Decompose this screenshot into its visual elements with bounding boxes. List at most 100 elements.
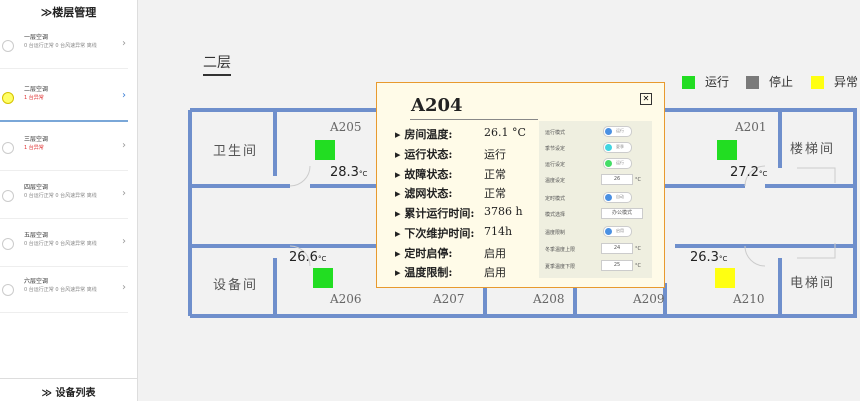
- sidebar-item-title: 五层空调: [24, 232, 49, 239]
- control-label: 季节设定: [545, 146, 566, 152]
- room-label-a205: A205: [330, 120, 362, 134]
- toggle-season[interactable]: 夏季: [603, 142, 632, 153]
- control-label: 模式选择: [545, 212, 566, 218]
- popup-value: 26.1 °C: [484, 126, 526, 139]
- control-label: 运行模式: [545, 130, 566, 136]
- popup-label: ▸ 定时启停:: [395, 247, 453, 260]
- control-label: 温度限制: [545, 230, 566, 236]
- control-label: 温度设定: [545, 178, 566, 184]
- close-icon[interactable]: ✕: [640, 93, 652, 105]
- toggle-run-setting[interactable]: 运行: [603, 158, 632, 169]
- popup-value: 正常: [484, 187, 506, 200]
- toggle-text: 自动: [616, 194, 624, 199]
- sidebar-item-sub: 0 台运行正常 0 台风速异常 离线: [24, 241, 97, 247]
- popup-label: ▸ 滤网状态:: [395, 187, 453, 200]
- room-label-a206: A206: [330, 292, 362, 306]
- control-label: 夏季温度下限: [545, 264, 576, 270]
- sidebar-header: ≫楼层管理: [40, 6, 97, 19]
- sidebar-item-sub: 0 台运行正常 0 台风速异常 离线: [24, 43, 97, 49]
- sidebar-item-floor-4[interactable]: 四层空调 0 台运行正常 0 台风速异常 离线 ›: [0, 174, 128, 219]
- chevron-right-icon: ›: [122, 236, 126, 247]
- status-dot: [2, 238, 14, 250]
- status-dot: [2, 142, 14, 154]
- summer-lower-limit-input[interactable]: 25: [601, 260, 633, 271]
- room-label-elevator: 电梯间: [790, 276, 836, 291]
- sidebar-item-title: 六层空调: [24, 278, 49, 285]
- toggle-temp-limit[interactable]: 启用: [603, 226, 632, 237]
- mode-select[interactable]: 办公模式: [601, 208, 643, 219]
- room-label-a207: A207: [433, 292, 465, 306]
- sidebar-item-title: 三层空调: [24, 136, 49, 143]
- popup-value: 正常: [484, 168, 506, 181]
- legend-swatch: [682, 76, 695, 89]
- legend-swatch: [811, 76, 824, 89]
- status-dot: [2, 190, 14, 202]
- popup-value: 启用: [484, 247, 506, 260]
- toggle-text: 启用: [616, 228, 624, 233]
- room-label-a201: A201: [735, 120, 767, 134]
- popup-title: A204: [411, 95, 463, 116]
- legend-label: 运行: [705, 75, 730, 89]
- popup-label: ▸ 下次维护时间:: [395, 227, 475, 240]
- toggle-timer-mode[interactable]: 自动: [603, 192, 632, 203]
- status-dot: [2, 92, 14, 104]
- room-temp-a205: 28.3°C: [330, 165, 368, 180]
- unit-label: °C: [635, 246, 641, 252]
- ac-unit-a201[interactable]: [717, 140, 737, 160]
- door-arc: [289, 165, 311, 187]
- popup-label: ▸ 运行状态:: [395, 148, 453, 161]
- device-list-link[interactable]: ≫ 设备列表: [0, 378, 137, 399]
- toggle-text: 夏季: [616, 144, 624, 149]
- winter-upper-limit-input[interactable]: 24: [601, 243, 633, 254]
- popup-value: 运行: [484, 148, 506, 161]
- room-label-bathroom: 卫生间: [213, 144, 259, 159]
- unit-label: °C: [635, 177, 641, 183]
- control-label: 运行设定: [545, 162, 566, 168]
- popup-value: 启用: [484, 266, 506, 279]
- toggle-text: 运行: [616, 128, 624, 133]
- sidebar-item-floor-2[interactable]: 二层空调 1 台异常 ›: [0, 76, 128, 122]
- sidebar-item-floor-3[interactable]: 三层空调 1 台异常 ›: [0, 126, 128, 171]
- sidebar-item-floor-5[interactable]: 五层空调 0 台运行正常 0 台风速异常 离线 ›: [0, 222, 128, 267]
- status-dot: [2, 284, 14, 296]
- sidebar-item-title: 一层空调: [24, 34, 49, 41]
- legend-running: 运行: [682, 73, 729, 90]
- sidebar-item-title: 二层空调: [24, 86, 49, 93]
- toggle-knob: [605, 228, 612, 235]
- chevron-right-icon: ›: [122, 38, 126, 49]
- sidebar-item-floor-6[interactable]: 六层空调 0 台运行正常 0 台风速异常 离线 ›: [0, 268, 128, 313]
- chevron-right-icon: ›: [122, 90, 126, 101]
- room-label-a209: A209: [633, 292, 665, 306]
- room-label-stairs: 楼梯间: [790, 142, 836, 157]
- room-label-a210: A210: [733, 292, 765, 306]
- popup-value: 3786 h: [484, 205, 523, 218]
- door-arc: [797, 243, 836, 259]
- room-temp-a210: 26.3°C: [690, 250, 728, 265]
- page-title: 二层: [203, 52, 231, 76]
- legend-label: 停止: [769, 75, 794, 89]
- toggle-knob: [605, 128, 612, 135]
- legend-alarm: 异常: [811, 73, 858, 90]
- popup-label: ▸ 故障状态:: [395, 168, 453, 181]
- ac-unit-a206[interactable]: [313, 268, 333, 288]
- popup-label: ▸ 温度限制:: [395, 266, 453, 279]
- door-arc: [744, 165, 766, 187]
- toggle-knob: [605, 160, 612, 167]
- ac-unit-a210[interactable]: [715, 268, 735, 288]
- toggle-knob: [605, 194, 612, 201]
- sidebar-item-sub: 1 台异常: [24, 145, 44, 151]
- ac-unit-a205[interactable]: [315, 140, 335, 160]
- control-panel: 运行模式 运行 季节设定 夏季 运行设定 运行 温度设定 26 °C 定时模式 …: [539, 121, 652, 278]
- room-label-a208: A208: [533, 292, 565, 306]
- unit-label: °C: [635, 263, 641, 269]
- toggle-text: 运行: [616, 160, 624, 165]
- temperature-setting-input[interactable]: 26: [601, 174, 633, 185]
- sidebar-item-title: 四层空调: [24, 184, 49, 191]
- door-arc: [797, 167, 836, 183]
- legend-label: 异常: [834, 75, 859, 89]
- toggle-run-mode[interactable]: 运行: [603, 126, 632, 137]
- sidebar-item-floor-1[interactable]: 一层空调 0 台运行正常 0 台风速异常 离线 ›: [0, 24, 128, 69]
- door-arc: [289, 245, 311, 267]
- chevron-right-icon: ›: [122, 140, 126, 151]
- legend-stopped: 停止: [746, 73, 793, 90]
